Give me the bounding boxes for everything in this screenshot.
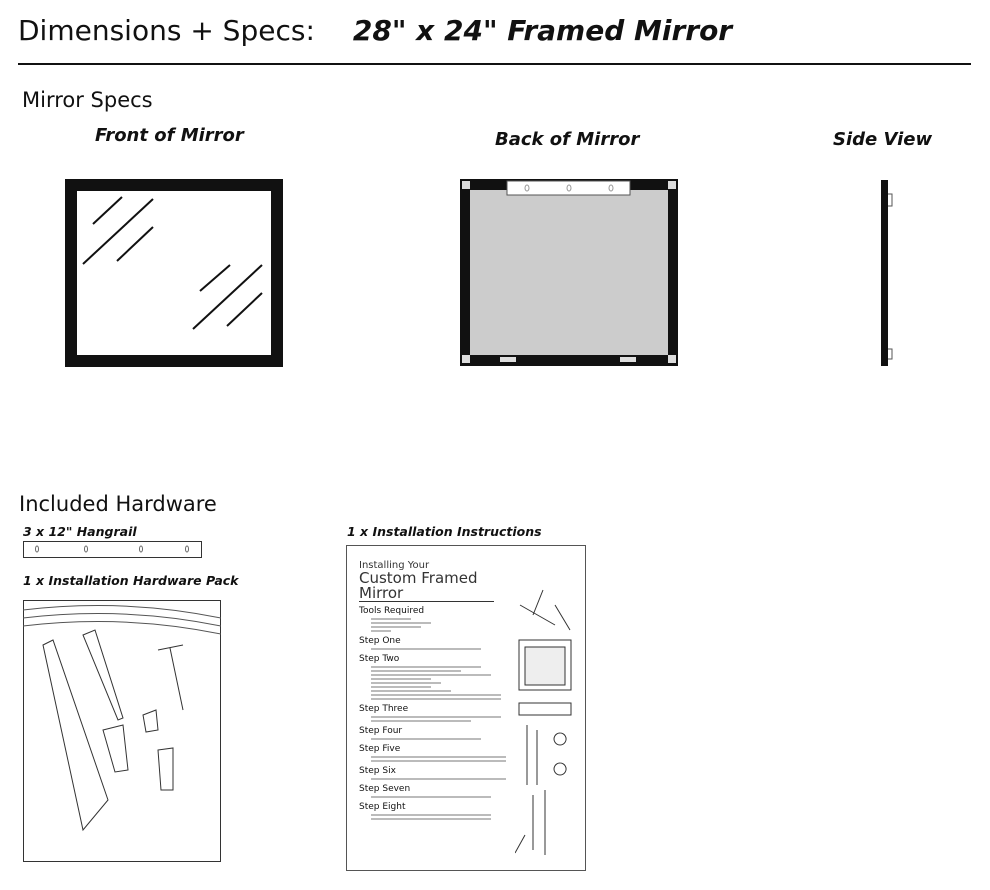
sheet-title-line1: Installing Your: [359, 560, 430, 571]
section-step-seven: Step Seven: [359, 784, 411, 794]
product-subtitle: 28" x 24" Framed Mirror: [352, 14, 733, 47]
instruction-illustrations: [515, 589, 572, 855]
back-mirror-drawing: [460, 179, 678, 366]
section-step-six: Step Six: [359, 766, 396, 776]
hangrail-label: 3 x 12" Hangrail: [23, 524, 137, 539]
instructions-label: 1 x Installation Instructions: [347, 524, 542, 539]
section-tools: Tools Required: [359, 606, 425, 616]
section-step-three: Step Three: [359, 704, 409, 714]
hardware-pack-drawing: [23, 600, 221, 862]
section-step-four: Step Four: [359, 726, 403, 736]
section-step-eight: Step Eight: [359, 802, 406, 812]
divider: [18, 63, 971, 65]
mirror-specs-heading: Mirror Specs: [22, 88, 153, 112]
hardware-pack-label: 1 x Installation Hardware Pack: [23, 573, 239, 588]
section-step-two: Step Two: [359, 654, 400, 664]
side-view-drawing: [881, 180, 893, 366]
front-label: Front of Mirror: [95, 125, 244, 146]
front-mirror-drawing: [65, 179, 283, 367]
side-label: Side View: [833, 129, 933, 150]
section-step-five: Step Five: [359, 744, 401, 754]
instruction-sheet: Installing Your Custom Framed Mirror Too…: [346, 545, 586, 871]
included-hardware-heading: Included Hardware: [19, 492, 217, 516]
section-step-one: Step One: [359, 636, 401, 646]
page-title: Dimensions + Specs: 28" x 24" Framed Mirr…: [18, 14, 732, 47]
sheet-title-line2: Custom Framed Mirror: [359, 571, 494, 602]
back-label: Back of Mirror: [495, 129, 640, 150]
hangrail-drawing: [23, 541, 202, 558]
title-text: Dimensions + Specs:: [18, 14, 315, 47]
